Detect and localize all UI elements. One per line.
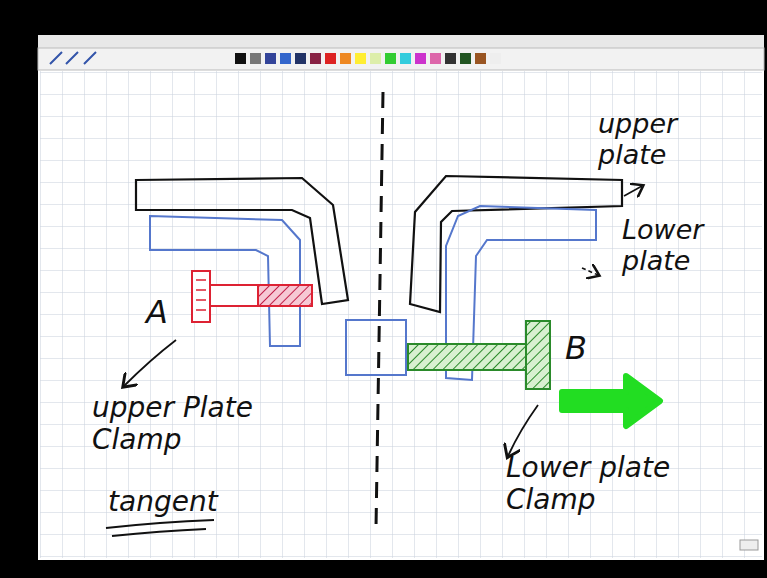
part-label: upper plate (598, 108, 748, 170)
clamp-b-head (526, 321, 550, 389)
clamp-b-shank (408, 344, 526, 370)
leader-arrow (582, 268, 598, 275)
leader-arrow (624, 186, 642, 196)
toolbar (38, 48, 764, 70)
clamp-label: Lower plate Clamp (506, 452, 726, 516)
lower-plate-left (150, 216, 300, 346)
window (38, 35, 764, 560)
toolbar-swatches (50, 52, 501, 64)
clamp-a-head (192, 271, 210, 322)
leader-arrow (508, 405, 538, 456)
grid-paper (40, 71, 762, 558)
clamp-label: upper Plate Clamp (92, 392, 282, 456)
page-counter (740, 540, 758, 550)
underline (106, 520, 214, 536)
centre-line (376, 92, 383, 528)
clamp-a-shank (210, 285, 258, 306)
callout-letter: B (565, 330, 595, 367)
part-label: Lower plate (622, 214, 762, 276)
note-text: tangent (108, 486, 228, 518)
leader-arrow (124, 340, 176, 386)
clamp-a-thread (258, 285, 312, 306)
menu-bar (38, 35, 764, 48)
callout-letter: A (146, 294, 176, 331)
movement-arrow (562, 376, 660, 426)
upper-plate-right (410, 176, 622, 312)
lower-plate-block (346, 320, 406, 375)
